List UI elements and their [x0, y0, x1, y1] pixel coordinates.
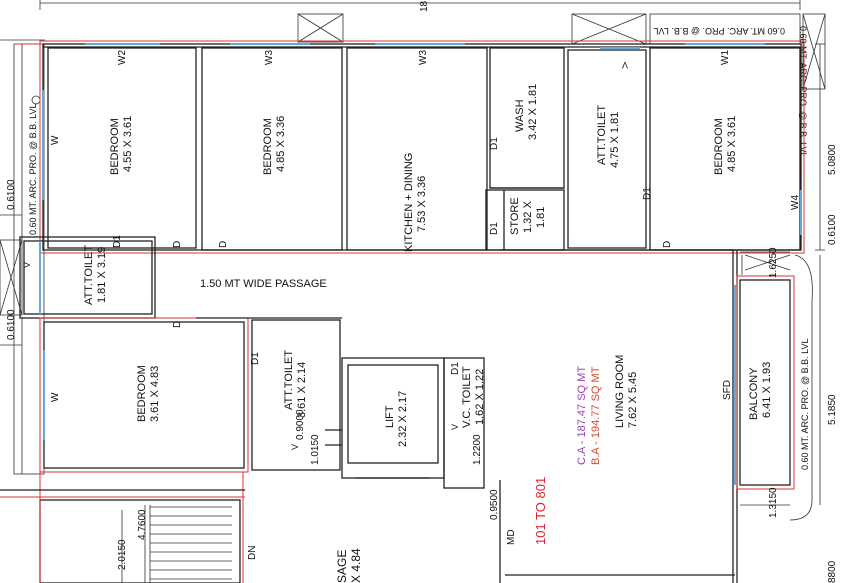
area-annotations: C.A - 187.47 SQ MT B.A - 194.77 SQ MT 10…	[533, 366, 602, 545]
room-balcony-size: 6.41 X 1.93	[761, 362, 773, 418]
projection-left-label: 0.60 MT. ARC. PRO. @ B.B. LVL	[28, 103, 38, 235]
projection-top-right-label: 0.60 MT. ARC. PRO. @ B.B. LVL	[653, 26, 785, 36]
room-vctoilet-size: 1.62 X 1.22	[474, 369, 486, 425]
window-w-left2: W	[50, 392, 61, 402]
door-d-bed1: D	[172, 241, 183, 248]
door-d1-vctoilet: D1	[450, 362, 461, 375]
room-kitchen-size: 7.53 X 3.36	[416, 176, 428, 232]
vent-v-vctoilet: V	[450, 424, 460, 430]
room-bed2-size: 4.85 X 3.36	[275, 116, 287, 172]
window-w1: W1	[720, 50, 731, 65]
built-area: B.A - 194.77 SQ MT	[590, 366, 602, 465]
room-wash-size: 3.42 X 1.81	[527, 84, 539, 140]
dim-0610-c: 0.6100	[827, 214, 838, 245]
room-bed-r-name: BEDROOM	[713, 118, 725, 175]
room-vctoilet-name: V.C. TOILET	[461, 366, 473, 428]
passage-label: 1.50 MT WIDE PASSAGE	[200, 278, 327, 290]
dim-16250: 1.6250	[768, 247, 779, 278]
small-dims: 0.9000 1.0150 1.2200 0.9500 1.6250 1.315…	[295, 247, 779, 520]
door-md: MD	[506, 529, 517, 545]
dim-0610-a: 0.6100	[6, 179, 17, 210]
room-store-name: STORE	[509, 197, 521, 235]
room-labels: BEDROOM 4.55 X 3.61 BEDROOM 4.85 X 3.36 …	[83, 84, 773, 583]
living-balcony-walls	[499, 249, 795, 583]
window-labels: W2 W3 W3 W1 W W W4	[50, 50, 801, 402]
door-d1-store: D1	[489, 222, 500, 235]
projection-right-b-label: 0.60 MT. ARC. PRO. @ B.B. LVL	[800, 338, 810, 470]
room-atttoilet-l-name: ATT.TOILET	[83, 245, 95, 305]
projection-right-a-label: 0.60 MT. ARC. PRO. @ B.B. LVL	[798, 26, 808, 158]
dim-top: 18.3	[419, 0, 430, 12]
dim-51850: 5.1850	[827, 394, 838, 425]
window-w3-a: W3	[264, 50, 275, 65]
door-d-bed3: D	[172, 321, 183, 328]
dim-09000: 0.9000	[295, 409, 306, 440]
room-atttoilet-l-size: 1.81 X 3.19	[96, 247, 108, 303]
dim-8800: 8800	[827, 560, 838, 583]
dim-50800: 5.0800	[827, 144, 838, 175]
door-d1-atttoilet-r: D1	[642, 187, 653, 200]
window-w3-b: W3	[418, 50, 429, 65]
room-wash-name: WASH	[514, 99, 526, 132]
room-bed-r-size: 4.85 X 3.61	[726, 116, 738, 172]
window-w-left: W	[50, 135, 61, 145]
dim-13150: 1.3150	[768, 487, 779, 518]
room-store-size1: 1.32 X	[522, 201, 534, 233]
dim-12200: 1.2200	[472, 434, 483, 465]
door-sfd: SFD	[722, 380, 733, 400]
dim-10150: 1.0150	[310, 434, 321, 465]
room-bed2-name: BEDROOM	[262, 118, 274, 175]
room-atttoilet2-size: 3.61 X 2.14	[296, 362, 308, 418]
room-balcony-name: BALCONY	[748, 367, 760, 420]
lower-left-walls	[39, 317, 342, 473]
room-living-size: 7.62 X 5.45	[627, 372, 639, 428]
room-lift-name: LIFT	[384, 405, 396, 428]
door-d1-toilet-l: D1	[112, 235, 123, 248]
room-bed1-name: BEDROOM	[109, 118, 121, 175]
room-atttoilet-r-size: 4.75 X 1.81	[609, 112, 621, 168]
core-walls	[325, 357, 485, 489]
door-d1-atttoilet2: D1	[250, 352, 261, 365]
flat-numbers: 101 TO 801	[533, 477, 548, 545]
left-dims: 0.6100 0.6100	[0, 179, 22, 346]
carpet-area: C.A - 187.47 SQ MT	[576, 366, 588, 465]
room-sage-name: SAGE	[335, 550, 349, 583]
dim-0610-b: 0.6100	[6, 309, 17, 340]
dim-09500: 0.9500	[489, 489, 500, 520]
room-lift-size: 2.32 X 2.17	[397, 391, 409, 447]
dim-47600: 4.7600	[137, 509, 148, 540]
top-projections: 0.60 MT. ARC. PRO. @ B.B. LVL 0.60 MT. A…	[297, 13, 826, 158]
door-d-bed2: D	[218, 241, 229, 248]
top-dimension: 18.3	[39, 0, 801, 12]
room-store-size2: 1.81	[535, 207, 547, 228]
room-sage-size: X 4.84	[349, 548, 363, 583]
vent-v-toilet-l: V	[22, 262, 32, 268]
room-living-name: LIVING ROOM	[614, 355, 626, 428]
room-bed3-name: BEDROOM	[136, 365, 148, 422]
door-labels: D1 D1 D1 D D D D1 D D1 D1 V V V V MD SFD	[22, 60, 733, 545]
vent-v-atttoilet2: V	[290, 444, 300, 450]
left-projection: 0.60 MT. ARC. PRO. @ B.B. LVL	[0, 39, 45, 475]
staircase: 4.7600 2.0150 DN	[0, 472, 258, 583]
room-bed1-size: 4.55 X 3.61	[122, 116, 134, 172]
room-kitchen-name: KITCHEN + DINING	[403, 153, 415, 252]
window-w2: W2	[117, 50, 128, 65]
window-w4: W4	[790, 195, 801, 210]
dim-20150: 2.0150	[117, 539, 128, 570]
top-row-partitions	[47, 47, 801, 251]
stair-dn: DN	[247, 546, 258, 560]
door-d-bed-r: D	[662, 241, 673, 248]
room-atttoilet-r-name: ATT.TOILET	[596, 105, 608, 165]
vent-v-atttoilet-r: V	[622, 60, 628, 70]
door-d1-wash: D1	[489, 137, 500, 150]
room-bed3-size: 3.61 X 4.83	[149, 366, 161, 422]
room-atttoilet2-name: ATT.TOILET	[283, 350, 295, 410]
right-side: 5.0800 0.6100 5.1850 0.60 MT. ARC. PRO. …	[789, 43, 838, 583]
windows-top	[42, 43, 802, 235]
